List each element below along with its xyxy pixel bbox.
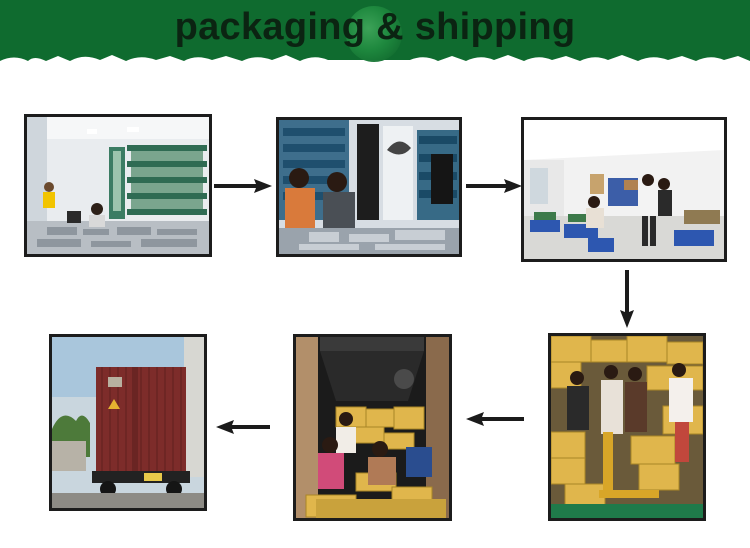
arrow-right-icon <box>464 177 524 195</box>
arrow-right-icon <box>212 177 274 195</box>
boxed-goods-photo <box>548 333 706 521</box>
page-title: packaging & shipping <box>174 6 576 48</box>
packing-room-photo <box>521 117 727 262</box>
loading-container-photo <box>293 334 452 521</box>
header-banner: packaging & shipping <box>0 0 750 68</box>
warehouse-shelves-photo <box>24 114 212 257</box>
soccer-ball-icon <box>346 6 402 62</box>
arrow-left-icon <box>214 418 272 436</box>
workers-sorting-photo <box>276 117 462 257</box>
arrow-left-icon <box>464 410 526 428</box>
arrow-down-icon <box>618 268 636 330</box>
shipping-truck-photo <box>49 334 207 511</box>
